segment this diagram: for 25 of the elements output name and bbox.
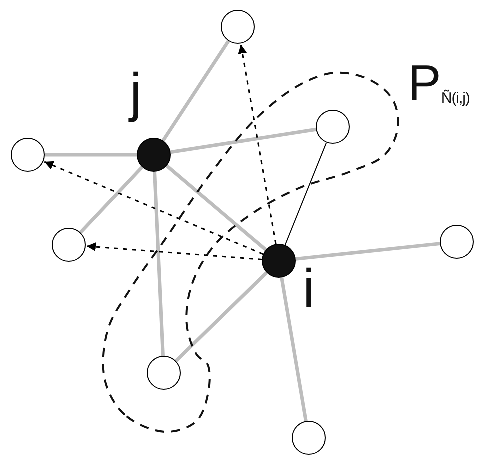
node-circle: [292, 421, 326, 455]
edge-line: [170, 128, 316, 154]
edge-line: [153, 172, 165, 356]
dotted-arrow: [86, 242, 262, 260]
edge-line: [45, 153, 137, 157]
dotted-arrow: [238, 44, 277, 244]
filled-node-circle: [262, 244, 296, 278]
node-circle: [440, 225, 474, 259]
node-circle: [11, 138, 45, 172]
dotted-arrow: [44, 161, 264, 256]
edge-line: [296, 242, 440, 261]
region-label: P$_{Ñ(i,j)}$: [408, 58, 470, 108]
edge-line: [284, 142, 328, 246]
node-label: i: [303, 262, 315, 316]
edge-line: [280, 277, 308, 422]
edge-line: [166, 164, 268, 252]
edge-line: [79, 166, 144, 234]
node-circle: [221, 10, 255, 44]
node-circle: [52, 228, 86, 262]
edge-line: [162, 40, 230, 142]
node-label: j: [130, 66, 142, 120]
node-circle: [147, 356, 181, 390]
filled-node-circle: [137, 138, 171, 172]
node-circle: [316, 110, 350, 144]
edge-line: [174, 272, 268, 362]
